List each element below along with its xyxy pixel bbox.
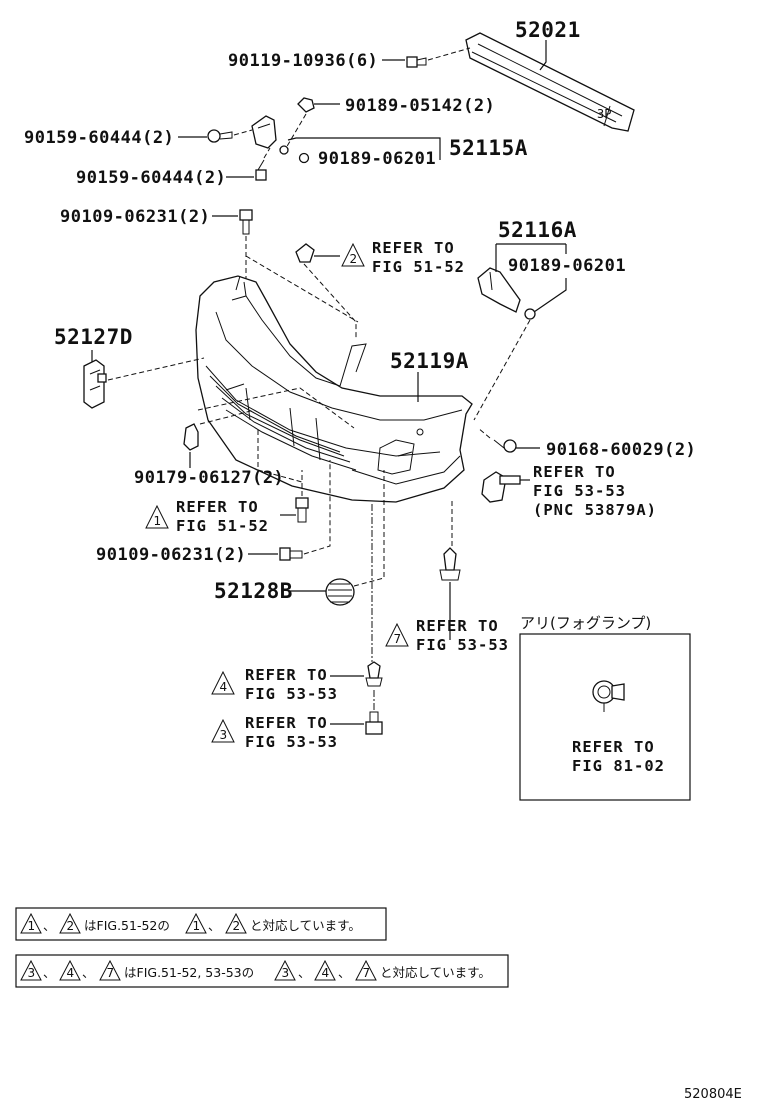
note-2: 3 、 4 、 7 はFIG.51-52, 53-53の 3 、 4 、 7 と… [15,954,509,988]
nut-90189-06201-icon [298,152,310,164]
label-90179-06127: 90179-06127(2) [134,468,284,488]
svg-text:4: 4 [220,680,228,694]
label-52127D: 52127D [54,325,133,349]
grille-52128B [325,578,355,606]
clip-90189-05142 [297,97,315,113]
screw-refer-3 [365,711,383,735]
label-90168-60029: 90168-60029(2) [546,440,696,460]
svg-text:1: 1 [193,919,201,933]
refer-right-line1: REFER TO [533,463,616,481]
screw-90159-b [255,159,267,181]
note-1: 1 、 2 はFIG.51-52の 1 、 2 と対応しています。 [15,907,387,941]
label-90159-60444-a: 90159-60444(2) [24,128,174,148]
label-52116A: 52116A [498,218,577,242]
refer-triangle-1: 1 [145,504,169,529]
label-90119-10936: 90119-10936(6) [228,51,378,71]
bracket-52127D [83,359,107,409]
bolt-90109-a [239,209,253,235]
svg-text:3: 3 [282,966,290,980]
svg-text:2: 2 [350,252,358,266]
svg-text:7: 7 [107,966,115,980]
label-90109-06231-a: 90109-06231(2) [60,207,210,227]
label-90159-60444-b: 90159-60444(2) [76,168,226,188]
svg-text:3: 3 [220,728,228,742]
screw-90159-a [207,129,233,143]
clip-refer-7 [439,547,461,581]
bolt-90119 [406,56,427,68]
label-90189-06201-a: 90189-06201 [318,149,436,169]
refer-2-line1: REFER TO [372,239,455,257]
svg-text:、: 、 [298,965,311,980]
label-90109-06231-b: 90109-06231(2) [96,545,246,565]
bracket-52116A [477,267,536,320]
refer-3-line1: REFER TO [245,714,328,732]
clip-90179 [183,423,199,451]
svg-text:、: 、 [43,965,56,980]
label-52119A: 52119A [390,349,469,373]
svg-text:と対応しています。: と対応しています。 [250,918,361,933]
refer-triangle-4: 4 [211,670,235,695]
refer-7-line1: REFER TO [416,617,499,635]
svg-text:はFIG.51-52, 53-53の: はFIG.51-52, 53-53の [124,965,254,980]
refer-3-line2: FIG 53-53 [245,733,338,751]
clip-pnc-53879A [481,471,521,503]
label-52128B: 52128B [214,579,293,603]
svg-text:はFIG.51-52の: はFIG.51-52の [84,918,170,933]
screw-90168 [493,439,517,453]
refer-2-line2: FIG 51-52 [372,258,465,276]
svg-text:2: 2 [233,919,241,933]
refer-triangle-3: 3 [211,718,235,743]
label-pnc-53879A: (PNC 53879A) [533,501,657,519]
refer-1-line1: REFER TO [176,498,259,516]
bracket-52115A [251,115,289,155]
label-90189-05142: 90189-05142(2) [345,96,495,116]
refer-right-line2: FIG 53-53 [533,482,626,500]
refer-triangle-7: 7 [385,622,409,647]
svg-text:1: 1 [154,514,162,528]
svg-text:、: 、 [338,965,351,980]
bumper-cover-52119A [195,275,473,503]
label-90189-06201-b: 90189-06201 [508,256,626,276]
svg-text:4: 4 [322,966,330,980]
part-marking: 3P [597,107,611,121]
fog-box-title: アリ(フォグランプ) [520,614,651,632]
svg-text:7: 7 [363,966,371,980]
fog-refer-line2: FIG 81-02 [572,757,665,775]
svg-text:2: 2 [67,919,75,933]
svg-text:1: 1 [28,919,36,933]
fog-lamp-box [519,633,691,801]
bolt-90109-b [279,547,303,561]
fog-lamp-icon [592,680,625,712]
clip-refer-4 [365,661,383,687]
refer-4-line1: REFER TO [245,666,328,684]
svg-text:、: 、 [208,918,221,933]
refer-1-line2: FIG 51-52 [176,517,269,535]
bolt-refer-1 [295,497,309,523]
svg-text:7: 7 [394,632,402,646]
refer-7-line2: FIG 53-53 [416,636,509,654]
figure-id: 520804E [684,1087,742,1102]
svg-text:4: 4 [67,966,75,980]
reinforcement-bar-52021: 3P [465,32,635,132]
svg-text:、: 、 [43,918,56,933]
leader-52021 [539,40,547,71]
fog-refer-line1: REFER TO [572,738,655,756]
refer-4-line2: FIG 53-53 [245,685,338,703]
label-52115A: 52115A [449,136,528,160]
svg-text:と対応しています。: と対応しています。 [380,965,491,980]
refer-triangle-2: 2 [341,242,365,267]
clip-refer-2 [295,243,315,263]
svg-text:、: 、 [82,965,95,980]
svg-text:3: 3 [28,966,36,980]
label-52021: 52021 [515,18,581,42]
